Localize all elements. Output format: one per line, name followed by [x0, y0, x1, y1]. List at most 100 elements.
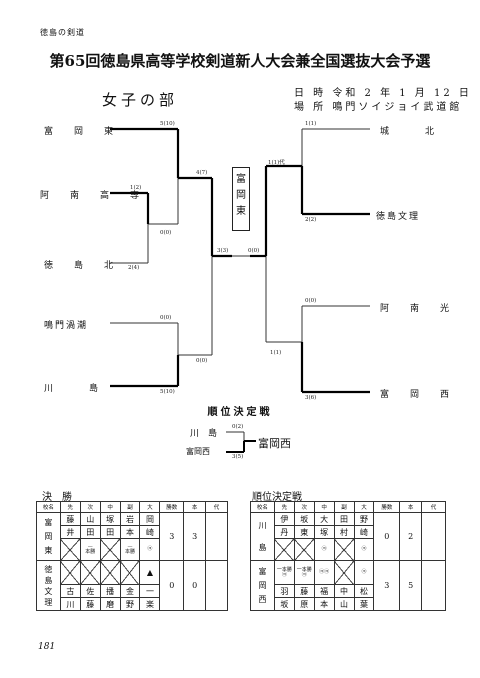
daihyo-cell: [421, 560, 446, 611]
table-row: ㋙ ㋙: [251, 538, 446, 561]
points-cell: 2: [399, 512, 423, 561]
mark-cell: [273, 538, 295, 561]
mark-cell: —本勝: [119, 538, 141, 561]
player-cell: 磨: [99, 597, 121, 611]
player-cell: 岡: [139, 512, 161, 526]
mark-cell: ㋙: [139, 538, 161, 561]
score-label: 3(3): [217, 248, 229, 254]
wins-cell: 0: [159, 560, 185, 611]
wins-cell: 0: [373, 512, 401, 561]
player-cell: 葉: [353, 597, 375, 611]
score-label: 0(0): [248, 248, 260, 254]
player-cell: 川: [59, 597, 81, 611]
mark-cell: ㋙: [313, 538, 335, 561]
table-row: 川 島 伊 坂 大 田 野 0 2: [250, 512, 446, 561]
player-cell: 伊: [273, 512, 295, 526]
mark-cell: ▲: [139, 560, 161, 585]
header-cell: 先: [59, 501, 81, 513]
player-cell: 山: [79, 512, 101, 526]
player-cell: 大: [313, 512, 335, 526]
mark-cell: 一本勝㋙: [273, 560, 295, 585]
header-cell: 本: [183, 501, 207, 513]
table-header-row: 校名 先 次 中 副 大 勝数 本 代: [250, 501, 446, 513]
player-cell: 田: [79, 525, 101, 539]
player-cell: 佐: [79, 584, 101, 598]
player-cell: 野: [353, 512, 375, 526]
score-label: 3(6): [305, 395, 317, 401]
score-label: 1(1)代: [268, 160, 285, 166]
header-cell: 勝数: [159, 501, 185, 513]
player-cell: 野: [119, 597, 141, 611]
ranking-team-b: 富岡西: [186, 447, 210, 456]
player-cell: 藤: [79, 597, 101, 611]
table-row: 古 佐 播 金 一: [37, 584, 228, 598]
table-row: 川 藤 磨 野 楽: [37, 597, 228, 611]
ranking-team-a: 川 島: [190, 429, 218, 439]
champion-char: 富: [236, 174, 246, 185]
mark-cell: ㋙㋙: [313, 560, 335, 585]
mark-cell: [293, 538, 315, 561]
wins-cell: 3: [373, 560, 401, 611]
points-cell: 5: [399, 560, 423, 611]
header-cell: 次: [293, 501, 315, 513]
ranking-score-a: 0(2): [232, 424, 244, 430]
mark-cell: [79, 560, 101, 585]
mark-cell: [333, 538, 355, 561]
score-label: 5(10): [160, 121, 175, 127]
points-cell: 3: [183, 512, 207, 561]
score-label: 2(2): [305, 217, 317, 223]
score-label: 0(0): [160, 315, 172, 321]
player-cell: 一: [139, 584, 161, 598]
header-cell: 本: [399, 501, 423, 513]
school-name-cell: 徳 島 文 理: [36, 560, 61, 611]
mark-cell: [59, 538, 81, 561]
daihyo-cell: [421, 512, 446, 561]
header-cell: 代: [205, 501, 228, 513]
ranking-score-b: 3(5): [232, 454, 244, 460]
team-tokushima-bunri: 徳島文理: [376, 212, 421, 222]
player-cell: 崎: [353, 525, 375, 539]
points-cell: 0: [183, 560, 207, 611]
header-cell: 中: [99, 501, 121, 513]
player-cell: 播: [99, 584, 121, 598]
header-cell: 次: [79, 501, 101, 513]
team-tomioka-nishi: 富 岡 西: [380, 390, 456, 400]
player-cell: 田: [333, 512, 355, 526]
mark-cell: [333, 560, 355, 585]
daihyo-cell: [205, 512, 228, 561]
table-row: 羽 藤 福 中 松: [251, 584, 446, 598]
player-cell: 中: [333, 584, 355, 598]
score-label: 2(4): [128, 265, 140, 271]
series-label: 徳島の剣道: [40, 28, 85, 37]
player-cell: 岩: [119, 512, 141, 526]
champion-box: 富 岡 東: [232, 167, 250, 231]
score-label: 1(1): [305, 121, 317, 127]
school-name-cell: 川 島: [250, 512, 275, 561]
mark-cell: ㋙: [353, 538, 375, 561]
team-tokushima-kita: 徳 島 北: [44, 261, 120, 271]
score-label: 0(0): [196, 358, 208, 364]
mark-cell: [99, 560, 121, 585]
champion-char: 岡: [236, 190, 246, 201]
player-cell: 松: [353, 584, 375, 598]
mark-cell: —本勝: [79, 538, 101, 561]
player-cell: 丹: [273, 525, 295, 539]
header-cell: 副: [119, 501, 141, 513]
section-title: 女子の部: [102, 91, 179, 109]
page-number: 181: [38, 642, 56, 652]
team-kawashima: 川 島: [44, 384, 105, 394]
school-name-cell: 富 岡 東: [36, 512, 61, 561]
player-cell: 東: [293, 525, 315, 539]
final-result-table: 校名 先 次 中 副 大 勝数 本 代 富 岡 東 藤 山 塚 岩 岡 3 3 …: [36, 501, 228, 611]
player-cell: 山: [333, 597, 355, 611]
score-label: 4(7): [196, 170, 208, 176]
ranking-winner: 富岡西: [258, 437, 291, 450]
champion-char: 東: [236, 206, 246, 217]
mark-cell: 一本勝㋙: [293, 560, 315, 585]
ranking-title: 順位決定戦: [207, 407, 273, 418]
wins-cell: 3: [159, 512, 185, 561]
table-row: —本勝 —本勝 ㋙: [37, 538, 228, 561]
team-naruto-uzushio: 鳴門渦潮: [44, 321, 89, 331]
score-label: 5(10): [160, 389, 175, 395]
